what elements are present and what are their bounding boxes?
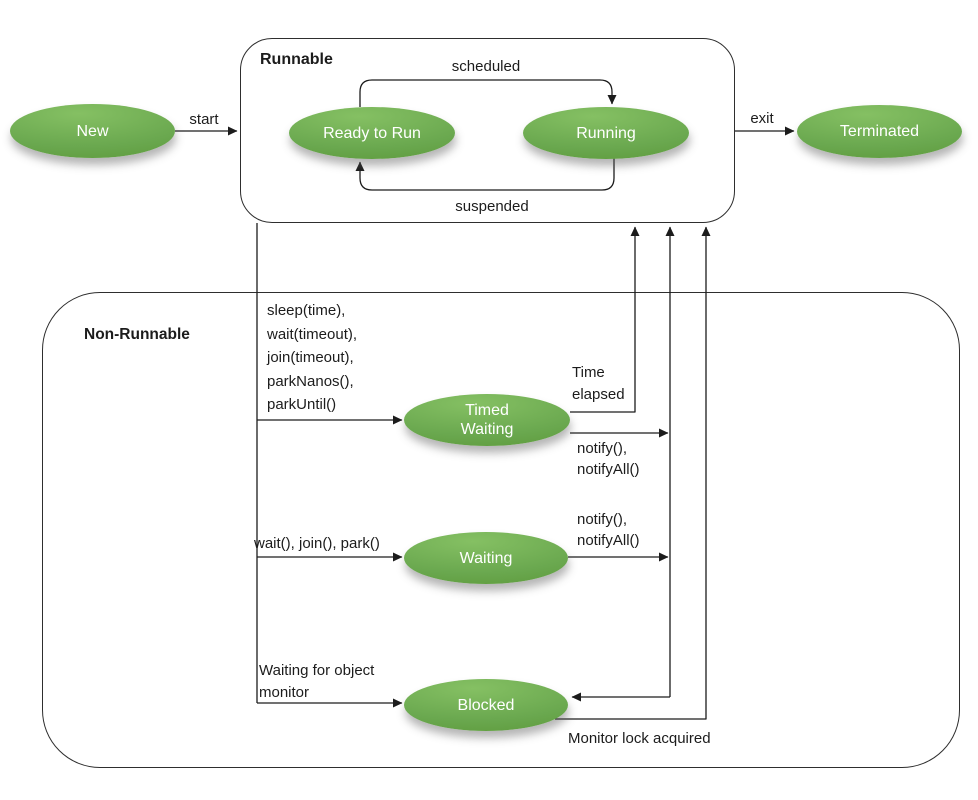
- runnable-group-box: [240, 38, 735, 223]
- state-waiting-label: Waiting: [459, 549, 513, 567]
- state-running-label: Running: [576, 124, 636, 142]
- state-terminated-label: Terminated: [839, 123, 920, 140]
- time-elapsed-label: Time elapsed: [572, 364, 625, 403]
- timed-waiting-notify-label: notify(), notifyAll(): [577, 440, 640, 478]
- start-label: start: [189, 111, 219, 128]
- state-timed-waiting-label: Timed Waiting: [460, 402, 514, 438]
- state-ready-to-run: Ready to Run: [289, 107, 455, 159]
- non-runnable-group-box: [42, 292, 960, 768]
- scheduled-label: scheduled: [451, 58, 521, 75]
- state-new: New: [10, 104, 175, 158]
- suspended-label: suspended: [455, 198, 529, 215]
- state-ready-to-run-label: Ready to Run: [323, 124, 421, 142]
- state-blocked: Blocked: [404, 679, 568, 731]
- state-blocked-label: Blocked: [457, 696, 515, 714]
- non-runnable-group-label: Non-Runnable: [84, 326, 190, 343]
- exit-label: exit: [750, 110, 774, 127]
- state-new-label: New: [76, 122, 109, 140]
- state-timed-waiting: Timed Waiting: [404, 394, 570, 446]
- to-blocked-label: Waiting for object monitor: [259, 662, 375, 701]
- monitor-lock-acquired-label: Monitor lock acquired: [568, 730, 711, 747]
- to-waiting-label: wait(), join(), park(): [254, 535, 380, 552]
- state-waiting: Waiting: [404, 532, 568, 584]
- to-timed-waiting-label: sleep(time), wait(timeout), join(timeout…: [267, 302, 358, 413]
- state-terminated: Terminated: [797, 105, 962, 158]
- waiting-notify-label: notify(), notifyAll(): [577, 511, 640, 549]
- state-running: Running: [523, 107, 689, 159]
- runnable-group-label: Runnable: [260, 51, 333, 68]
